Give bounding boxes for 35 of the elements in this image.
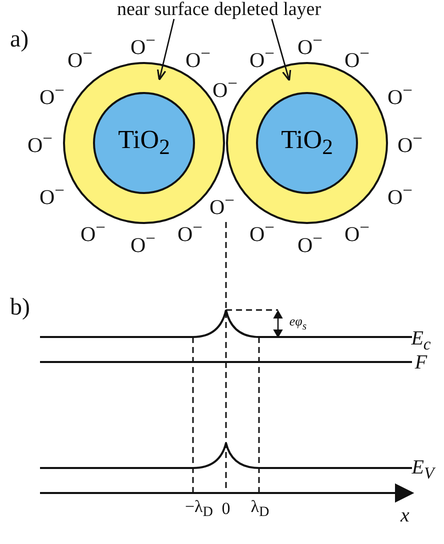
variable-label: E$_{V}$ (412, 456, 434, 484)
ion-label: O$^{−}$ (397, 128, 423, 158)
ion-label: O$^{−}$ (387, 80, 413, 110)
ion-label: O$^{−}$ (212, 73, 238, 103)
ion-label: O$^{−}$ (249, 217, 275, 247)
panel-label: b) (10, 294, 30, 322)
ion-label: O$^{−}$ (130, 228, 156, 258)
axis-tick-label: −λ$_{D}$ (184, 496, 214, 522)
axis-tick-label: 0 (222, 499, 230, 519)
ion-label: O$^{−}$ (387, 180, 413, 210)
ion-label: O$^{−}$ (39, 180, 65, 210)
ion-label: O$^{−}$ (177, 217, 203, 247)
leader-arrow (271, 18, 292, 82)
ion-label: O$^{−}$ (185, 43, 211, 73)
ion-label: O$^{−}$ (297, 30, 323, 60)
ion-label: O$^{−}$ (344, 43, 370, 73)
variable-label: E$_{c}$ (411, 328, 431, 354)
ion-label: O$^{−}$ (130, 30, 156, 60)
material-label: TiO$_{2}$ (281, 125, 333, 161)
ion-label: O$^{−}$ (249, 43, 275, 73)
ion-label: O$^{−}$ (39, 80, 65, 110)
callout-text: near surface depleted layer (116, 0, 322, 21)
panel-label: a) (10, 26, 29, 54)
axis-tick-label: λ$_{D}$ (250, 496, 270, 522)
ion-label: O$^{−}$ (297, 228, 323, 258)
variable-label: eφ$_{s}$ (289, 314, 307, 332)
ion-label: O$^{−}$ (344, 217, 370, 247)
ion-label: O$^{−}$ (67, 43, 93, 73)
material-label: TiO$_{2}$ (118, 125, 170, 161)
ion-label: O$^{−}$ (80, 217, 106, 247)
axis-label: x (400, 504, 410, 528)
variable-label: F (414, 352, 428, 374)
ion-label: O$^{−}$ (27, 128, 53, 158)
ion-label: O$^{−}$ (209, 190, 235, 220)
leader-arrow (156, 18, 175, 81)
